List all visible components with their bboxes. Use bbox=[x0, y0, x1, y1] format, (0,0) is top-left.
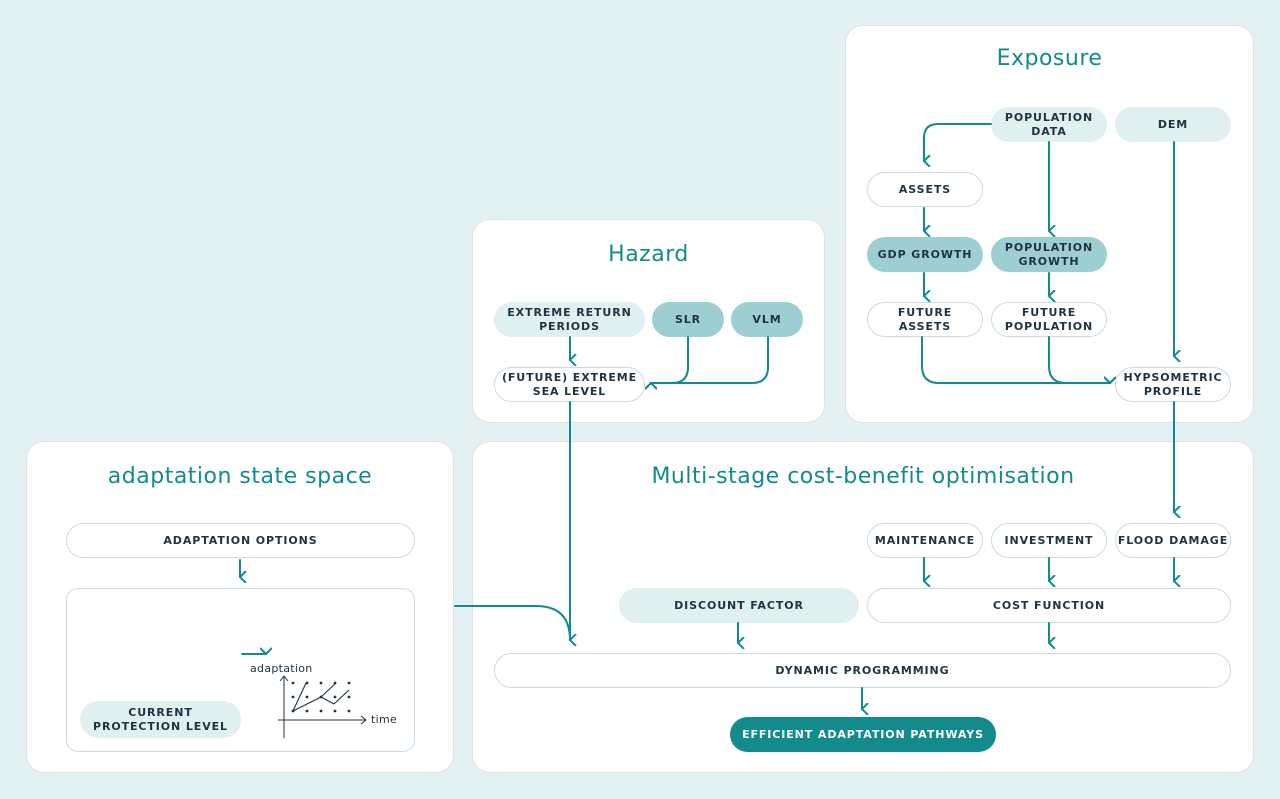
hypsometric-profile-node: HYPSOMETRIC PROFILE bbox=[1115, 367, 1231, 402]
future-assets-node: FUTURE ASSETS bbox=[867, 302, 983, 337]
discount-factor-node: DISCOUNT FACTOR bbox=[619, 588, 859, 623]
dynamic-programming-node: DYNAMIC PROGRAMMING bbox=[494, 653, 1231, 688]
graph-y-label: adaptation bbox=[250, 662, 313, 675]
adaptation-title: adaptation state space bbox=[107, 464, 373, 489]
extreme-return-periods-node: EXTREME RETURN PERIODS bbox=[494, 302, 645, 337]
future-extreme-sea-level-node: (FUTURE) EXTREME SEA LEVEL bbox=[494, 367, 645, 402]
future-population-node: FUTURE POPULATION bbox=[991, 302, 1107, 337]
optimisation-title: Multi-stage cost-benefit optimisation bbox=[651, 464, 1075, 489]
maintenance-node: MAINTENANCE bbox=[867, 523, 983, 558]
current-protection-level-node: CURRENT PROTECTION LEVEL bbox=[80, 701, 241, 738]
cost-function-node: COST FUNCTION bbox=[867, 588, 1231, 623]
flood-damage-node: FLOOD DAMAGE bbox=[1115, 523, 1231, 558]
efficient-adaptation-pathways-node: EFFICIENT ADAPTATION PATHWAYS bbox=[730, 717, 996, 752]
hazard-title: Hazard bbox=[608, 242, 689, 267]
assets-node: ASSETS bbox=[867, 172, 983, 207]
population-data-node: POPULATION DATA bbox=[991, 107, 1107, 142]
gdp-growth-node: GDP GROWTH bbox=[867, 237, 983, 272]
population-growth-node: POPULATION GROWTH bbox=[991, 237, 1107, 272]
dem-node: DEM bbox=[1115, 107, 1231, 142]
investment-node: INVESTMENT bbox=[991, 523, 1107, 558]
graph-x-label: time bbox=[371, 713, 398, 726]
adaptation-options-node: ADAPTATION OPTIONS bbox=[66, 523, 415, 558]
vlm-node: VLM bbox=[731, 302, 803, 337]
slr-node: SLR bbox=[652, 302, 724, 337]
exposure-panel: Exposure bbox=[845, 25, 1254, 423]
exposure-title: Exposure bbox=[996, 46, 1103, 71]
